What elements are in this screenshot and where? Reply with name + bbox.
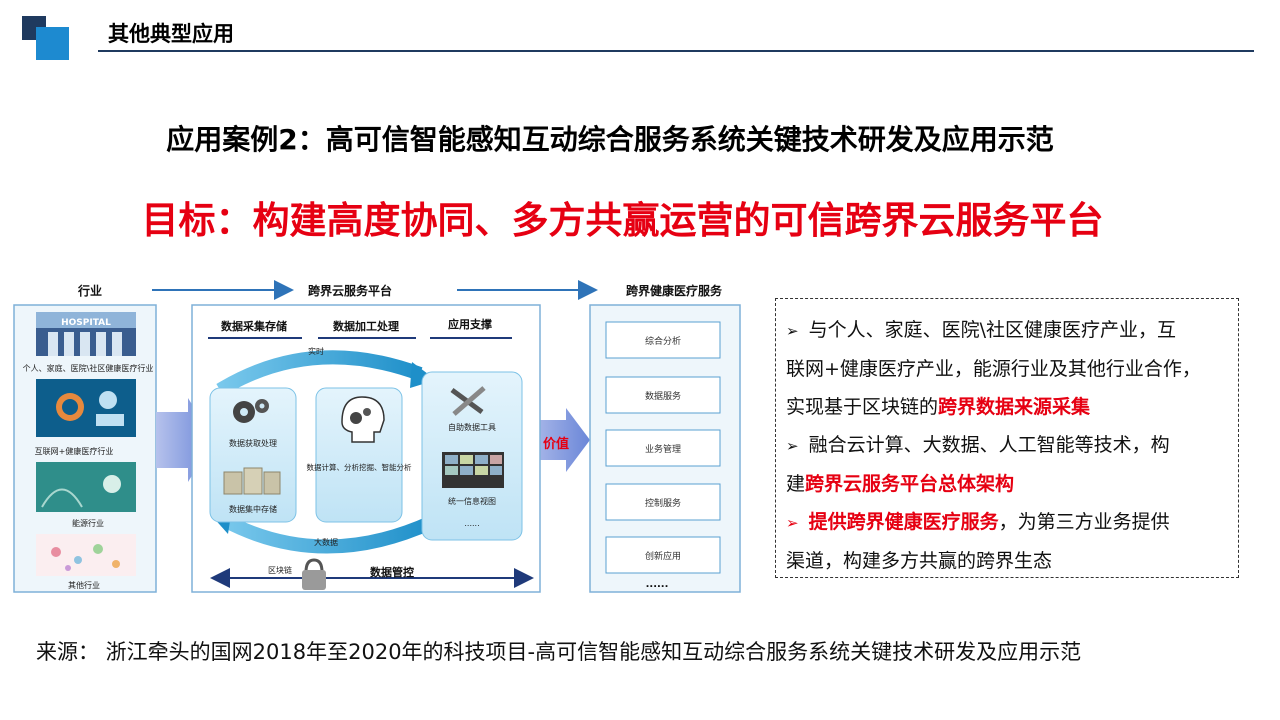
info-highlight: 提供跨界健康医疗服务: [808, 511, 999, 533]
service-box-business: 业务管理: [605, 429, 721, 467]
service-box-innovation: 创新应用: [605, 536, 721, 574]
service-label-innovation: 创新应用: [645, 550, 681, 562]
goal-headline: 目标：构建高度协同、多方共赢运营的可信跨界云服务平台: [141, 199, 1104, 242]
info-highlight: 跨界云服务平台总体架构: [805, 473, 1015, 495]
info-text: 联网+健康医疗产业，能源行业及其他行业合作，: [786, 358, 1201, 380]
service-label-control: 控制服务: [645, 497, 681, 509]
info-text: 实现基于区块链的: [786, 396, 939, 418]
governance-label: 数据管控: [370, 565, 414, 579]
industry-image-hospital: HOSPITAL: [36, 312, 136, 356]
col-header-platform: 跨界云服务平台: [308, 283, 392, 298]
info-line-7: 渠道，构建多方共赢的跨界生态: [786, 542, 1228, 580]
bigdata-label: 大数据: [314, 537, 338, 547]
realtime-arc: [216, 350, 423, 396]
info-text: ，为第三方业务提供: [998, 511, 1170, 533]
info-highlight: 跨界数据来源采集: [938, 396, 1091, 418]
view-label: 统一信息视图: [448, 496, 496, 506]
col-header-industry: 行业: [77, 283, 102, 298]
info-text: 与个人、家庭、医院\社区健康医疗产业，互: [808, 319, 1176, 341]
gears-icon: [233, 399, 269, 423]
lock-icon: [302, 558, 326, 590]
brain-gears-icon: [341, 396, 385, 443]
info-line-3: 实现基于区块链的跨界数据来源采集: [786, 388, 1228, 426]
info-line-6: ➢ 提供跨界健康医疗服务，为第三方业务提供: [786, 503, 1228, 542]
bullet-arrow-icon: ➢: [786, 514, 799, 532]
collect-label: 数据获取处理: [229, 438, 277, 448]
logo-square-light: [36, 27, 69, 60]
service-box-control: 控制服务: [605, 483, 721, 521]
bullet-arrow-icon: ➢: [786, 437, 799, 455]
compute-label: 数据计算、分析挖掘、智能分析: [307, 462, 412, 472]
industry-image-other: [36, 534, 136, 576]
industry-label-energy: 能源行业: [72, 518, 104, 528]
industry-label-internet: 互联网+健康医疗行业: [35, 446, 114, 456]
services-more: ......: [646, 579, 669, 590]
monitor-wall-icon: [442, 452, 504, 488]
bigdata-arc: [220, 513, 435, 554]
service-label-data: 数据服务: [645, 390, 681, 402]
info-text: 融合云计算、大数据、人工智能等技术，构: [808, 434, 1170, 456]
platform-tab-collect: 数据采集存储: [221, 319, 287, 333]
title-divider: [98, 50, 1254, 52]
tools-label: 自助数据工具: [448, 422, 496, 432]
service-label-business: 业务管理: [645, 443, 681, 455]
service-label-analysis: 综合分析: [645, 335, 681, 347]
architecture-diagram: 行业 跨界云服务平台 跨界健康医疗服务 HOSPITAL 个人、家庭、医院\社区…: [13, 280, 741, 593]
page-title: 其他典型应用: [108, 22, 234, 46]
info-line-1: ➢ 与个人、家庭、医院\社区健康医疗产业，互: [786, 311, 1228, 350]
hospital-sign-text: HOSPITAL: [61, 318, 111, 328]
bullet-arrow-icon: ➢: [786, 322, 799, 340]
service-box-analysis: 综合分析: [605, 321, 721, 359]
realtime-label: 实时: [308, 346, 324, 356]
info-text: 建: [786, 473, 806, 495]
industry-image-internet: [36, 379, 136, 437]
info-box: ➢ 与个人、家庭、医院\社区健康医疗产业，互 联网+健康医疗产业，能源行业及其他行…: [775, 298, 1239, 578]
platform-tab-process: 数据加工处理: [333, 319, 399, 333]
info-line-4: ➢ 融合云计算、大数据、人工智能等技术，构: [786, 426, 1228, 465]
col-header-services: 跨界健康医疗服务: [626, 283, 723, 298]
platform-tab-support: 应用支撑: [448, 317, 492, 331]
storage-label: 数据集中存储: [229, 504, 277, 514]
industry-label-other: 其他行业: [68, 580, 100, 590]
case-subtitle: 应用案例2：高可信智能感知互动综合服务系统关键技术研发及应用示范: [166, 123, 1054, 156]
service-box-data: 数据服务: [605, 376, 721, 414]
info-line-5: 建跨界云服务平台总体架构: [786, 465, 1228, 503]
industry-label-health: 个人、家庭、医院\社区健康医疗行业: [23, 363, 154, 373]
source-footnote: 来源： 浙江牵头的国网2018年至2020年的科技项目-高可信智能感知互动综合服…: [36, 640, 1082, 664]
support-more: ......: [464, 519, 479, 528]
blockchain-label: 区块链: [268, 565, 292, 575]
info-text: 渠道，构建多方共赢的跨界生态: [786, 550, 1053, 572]
tools-icon: [450, 386, 486, 416]
storage-boxes-icon: [223, 467, 281, 495]
info-line-2: 联网+健康医疗产业，能源行业及其他行业合作，: [786, 350, 1228, 388]
industry-image-energy: [36, 462, 136, 512]
value-label: 价值: [543, 436, 569, 452]
